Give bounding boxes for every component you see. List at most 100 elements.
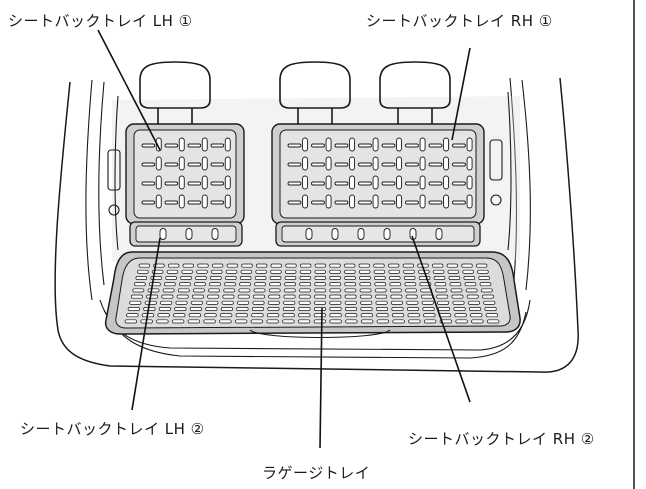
tray-slot (486, 319, 500, 324)
tray-rib (419, 156, 426, 171)
tray-slot (421, 300, 434, 305)
tray-slot (343, 263, 356, 268)
tray-slot (408, 319, 421, 324)
tray-rib (224, 137, 231, 152)
tray-rib (443, 137, 450, 152)
tray-rib (435, 228, 443, 240)
tray-slot (204, 313, 217, 318)
tray-slot (485, 313, 499, 318)
tray-rib (428, 143, 443, 148)
tray-rib (210, 200, 225, 205)
tray-rib (405, 200, 419, 205)
tray-slot (420, 294, 433, 299)
tray-slot (388, 276, 401, 280)
tray-slot (130, 294, 143, 299)
tray-slot (345, 319, 358, 324)
tray-slot (266, 319, 279, 324)
tray-slot (179, 282, 191, 287)
tray-slot (298, 300, 311, 305)
tray-slot (375, 307, 389, 311)
tray-slot (171, 319, 185, 324)
tray-rib (405, 143, 419, 148)
tray-rib (287, 200, 302, 205)
tray-slot (422, 307, 435, 311)
tray-slot (250, 319, 264, 324)
tray-slot (390, 294, 403, 299)
tray-slot (374, 276, 386, 280)
tray-rib (358, 181, 372, 186)
tray-slot (180, 276, 192, 280)
tray-slot (188, 313, 202, 318)
tray-slot (211, 263, 224, 268)
tray-slot (392, 319, 405, 324)
tray-rib (419, 175, 426, 190)
tray-slot (475, 263, 488, 268)
tray-rib (428, 200, 443, 205)
tray-slot (190, 300, 203, 305)
tray-rib (187, 162, 202, 167)
tray-rib (164, 200, 179, 205)
tray-slot (434, 282, 447, 287)
tray-slot (418, 276, 431, 280)
leader-lh2 (131, 237, 161, 411)
tray-slot (360, 300, 373, 305)
tray-slot (211, 269, 223, 274)
tray-rib (178, 194, 185, 209)
tray-slot (235, 313, 248, 318)
tray-slot (252, 300, 265, 305)
tray-slot (266, 313, 280, 318)
tray-rib (349, 175, 356, 190)
tray-slot (297, 319, 311, 324)
tray-rib (141, 200, 156, 205)
tray-slot (269, 282, 281, 287)
tray-slot (270, 263, 283, 268)
tray-slot (463, 276, 476, 280)
tray-slot (360, 307, 373, 311)
tray-slot (374, 282, 387, 287)
tray-rib (383, 228, 391, 240)
tray-rib (201, 137, 208, 152)
tray-rib (466, 194, 473, 209)
tray-slot (479, 282, 492, 287)
tray-slot (268, 288, 281, 293)
tray-slot (299, 288, 311, 293)
seatback-tray-lh-1 (125, 123, 245, 225)
tray-slot (299, 263, 312, 268)
tray-rib (349, 194, 356, 209)
tray-slot (283, 300, 296, 305)
tray-slot (483, 300, 496, 305)
tray-rib (302, 194, 309, 209)
tray-slot (391, 313, 405, 318)
tray-slot (126, 313, 139, 318)
luggage-tray (104, 251, 521, 339)
tray-slot (482, 294, 495, 299)
tray-rib (334, 200, 349, 205)
tray-slot (206, 300, 219, 305)
tray-slot (314, 294, 327, 299)
tray-slot (447, 269, 460, 274)
tray-rib (358, 143, 372, 148)
tray-slot (165, 276, 177, 280)
tray-slot (219, 319, 232, 324)
tray-slot (391, 307, 404, 311)
tray-slot (158, 307, 171, 311)
tray-slot (132, 288, 145, 293)
tray-slot (284, 282, 296, 287)
tray-slot (423, 313, 436, 318)
tray-slot (182, 263, 195, 268)
tray-slot (344, 282, 357, 287)
tray-slot (373, 269, 386, 274)
tray-slot (268, 294, 281, 299)
tray-rib (210, 181, 225, 186)
tray-rib (164, 181, 179, 186)
tray-slot (205, 307, 218, 311)
tray-rib (358, 200, 372, 205)
tray-rib (452, 181, 466, 186)
tray-rib (187, 143, 202, 148)
tray-slot (329, 294, 342, 299)
tray-slot (375, 300, 388, 305)
tray-slot (254, 276, 267, 280)
tray-slot (127, 307, 140, 311)
tray-slot (181, 269, 193, 274)
